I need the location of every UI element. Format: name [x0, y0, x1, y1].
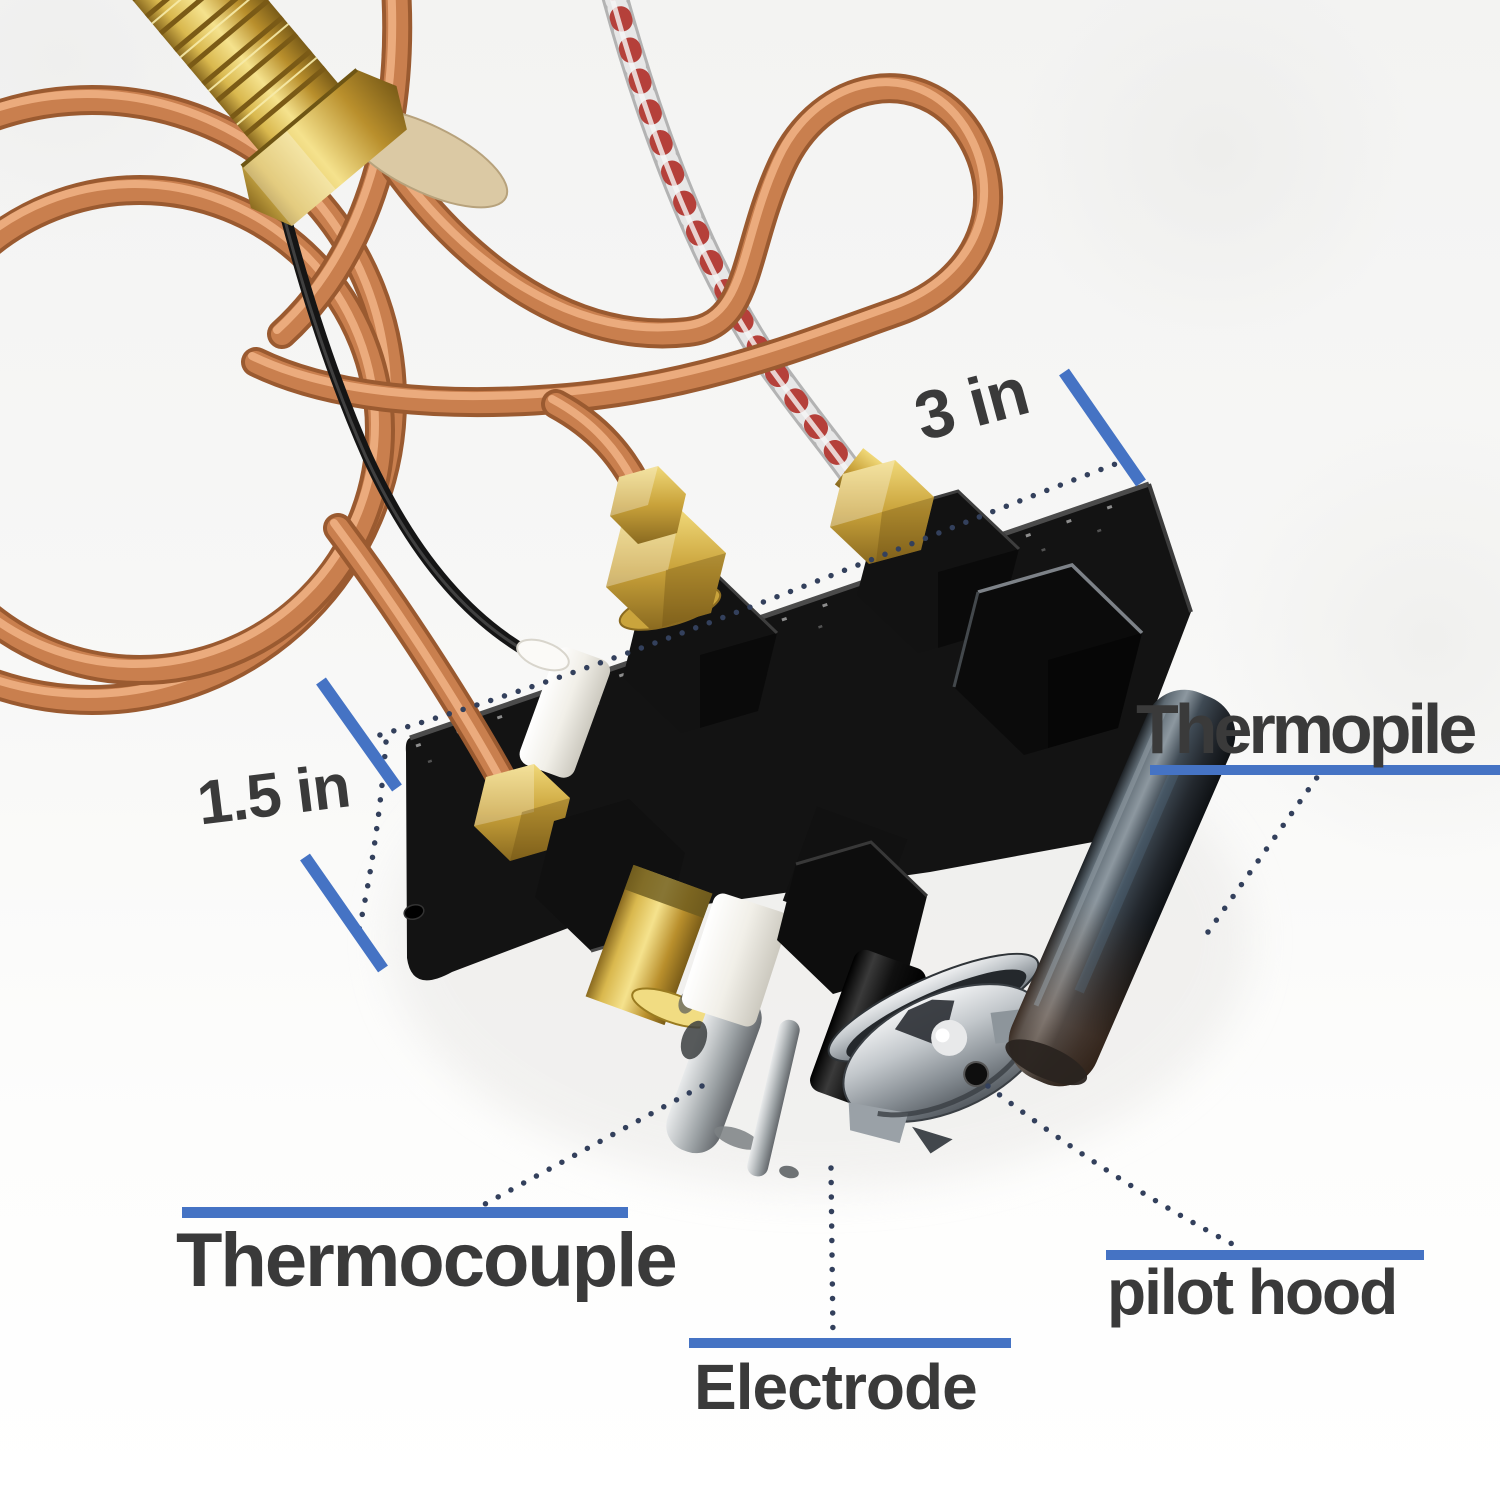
pilot-brass-nut [606, 466, 726, 631]
electrode-insulator-lower [681, 893, 789, 1027]
pilot-hood-overline [1106, 1250, 1424, 1260]
electrode-label: Electrode [694, 1351, 978, 1423]
thermopile-underline [1150, 765, 1500, 775]
pilot-burner [777, 806, 1048, 1154]
dim-3in-tick [1059, 368, 1146, 487]
thermopile-leader-line [1205, 773, 1321, 935]
pilot-hood-screw [963, 1061, 990, 1088]
thermocouple-tip-assembly [585, 864, 762, 1154]
pilot-hood-leader-line [985, 1083, 1241, 1250]
annotations [300, 368, 1321, 1341]
dim-3in-dotted-line [363, 457, 1129, 742]
electrode-pin [747, 1019, 800, 1177]
thermocouple-tip [666, 990, 762, 1154]
dim-1-5in-tick-top [316, 677, 402, 792]
pilot-hood [827, 952, 1048, 1154]
thermopile-braided-lead [608, 0, 860, 486]
dim-1-5in-tick-bottom [300, 853, 388, 973]
thermocouple-leader-line [471, 1083, 705, 1213]
thermocouple-label: Thermocouple [176, 1218, 678, 1303]
thermopile-hex-nut [954, 565, 1142, 755]
electrode-leader-line [828, 1165, 836, 1341]
thermopile-rod [1005, 689, 1236, 1087]
electrode-overline [689, 1338, 1011, 1348]
thermopile-brass-nut [830, 448, 934, 564]
fitting-hex-nut [241, 69, 407, 226]
electrode-insulator-upper [516, 638, 611, 778]
thermocouple-overline [182, 1207, 628, 1218]
electrode-assembly [681, 893, 800, 1179]
thermopile-label: Thermopile [1136, 690, 1477, 768]
brass-valve-fitting [105, 0, 509, 226]
bracket-dent [403, 903, 425, 921]
thermopile-assembly [952, 563, 1236, 1087]
pilot-hood-label: pilot hood [1107, 1256, 1398, 1328]
